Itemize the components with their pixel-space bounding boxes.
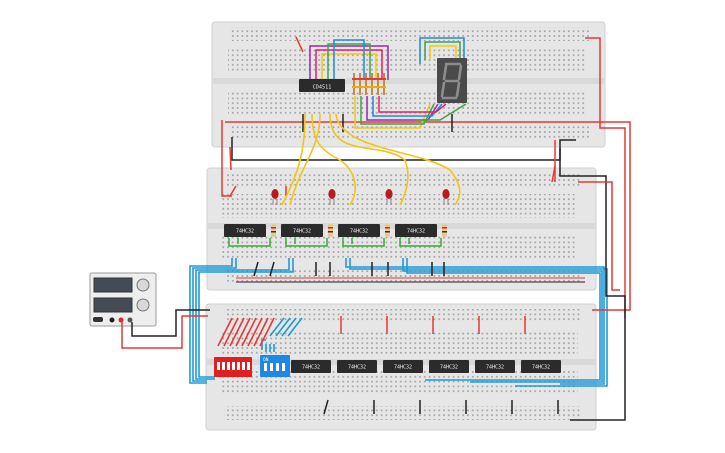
power-supply[interactable]: [89, 272, 157, 327]
yellow-wires: [281, 113, 461, 206]
blue-dip-switch-label: ON: [263, 357, 269, 363]
logic-chip-bottom-3-label: 74HC32: [394, 365, 412, 371]
logic-chip-bottom-2-label: 74HC32: [348, 365, 366, 371]
led-4: [442, 189, 450, 205]
logic-chip-middle-3-label: 74HC32: [350, 229, 368, 235]
resistor-array: [352, 73, 386, 95]
logic-chip-bottom-6-label: 74HC32: [532, 365, 550, 371]
middle-chip-row: 74HC32 74HC32 74HC32 74HC32: [224, 224, 437, 237]
logic-chip-bottom-3[interactable]: 74HC32: [383, 360, 423, 373]
logic-chip-bottom-4[interactable]: 74HC32: [429, 360, 469, 373]
logic-chip-bottom-1[interactable]: 74HC32: [291, 360, 331, 373]
red-dip-switch[interactable]: [214, 357, 252, 377]
power-wires: [121, 36, 631, 421]
resistor-2: [328, 224, 333, 237]
logic-chip-middle-4-label: 74HC32: [407, 229, 425, 235]
rainbow-wires: [309, 37, 467, 129]
logic-chip-bottom-2[interactable]: 74HC32: [337, 360, 377, 373]
resistor-1: [271, 224, 276, 237]
logic-chip-bottom-4-label: 74HC32: [440, 365, 458, 371]
resistor-3: [385, 224, 390, 237]
logic-chip-bottom-5[interactable]: 74HC32: [475, 360, 515, 373]
logic-chip-middle-2[interactable]: 74HC32: [281, 224, 323, 237]
seven-segment-display: 8: [437, 58, 467, 103]
logic-chip-middle-1[interactable]: 74HC32: [224, 224, 266, 237]
blue-dip-switch[interactable]: ON: [260, 355, 290, 377]
led-3: [385, 189, 393, 205]
bottom-chip-row: 74HC32 74HC32 74HC32 74HC32 74HC32 74HC32: [291, 360, 561, 373]
logic-chip-middle-2-label: 74HC32: [293, 229, 311, 235]
led-row: [271, 189, 450, 205]
logic-chip-middle-4[interactable]: 74HC32: [395, 224, 437, 237]
decoder-chip-label: CD4511: [313, 85, 332, 91]
led-2: [328, 189, 336, 205]
voltage-knob[interactable]: [136, 278, 150, 292]
led-1: [271, 189, 279, 205]
logic-chip-bottom-6[interactable]: 74HC32: [521, 360, 561, 373]
decoder-chip[interactable]: CD4511: [299, 79, 345, 92]
blue-wire-bundle: [189, 258, 608, 387]
resistor-row: [271, 224, 447, 237]
logic-chip-bottom-5-label: 74HC32: [486, 365, 504, 371]
logic-chip-bottom-1-label: 74HC32: [302, 365, 320, 371]
green-wires: [228, 238, 442, 247]
logic-chip-middle-1-label: 74HC32: [236, 229, 254, 235]
logic-chip-middle-3[interactable]: 74HC32: [338, 224, 380, 237]
red-switch-wires: [217, 317, 275, 347]
blue-switch-wires: [269, 317, 303, 337]
resistor-4: [442, 224, 447, 237]
current-knob[interactable]: [136, 298, 150, 312]
